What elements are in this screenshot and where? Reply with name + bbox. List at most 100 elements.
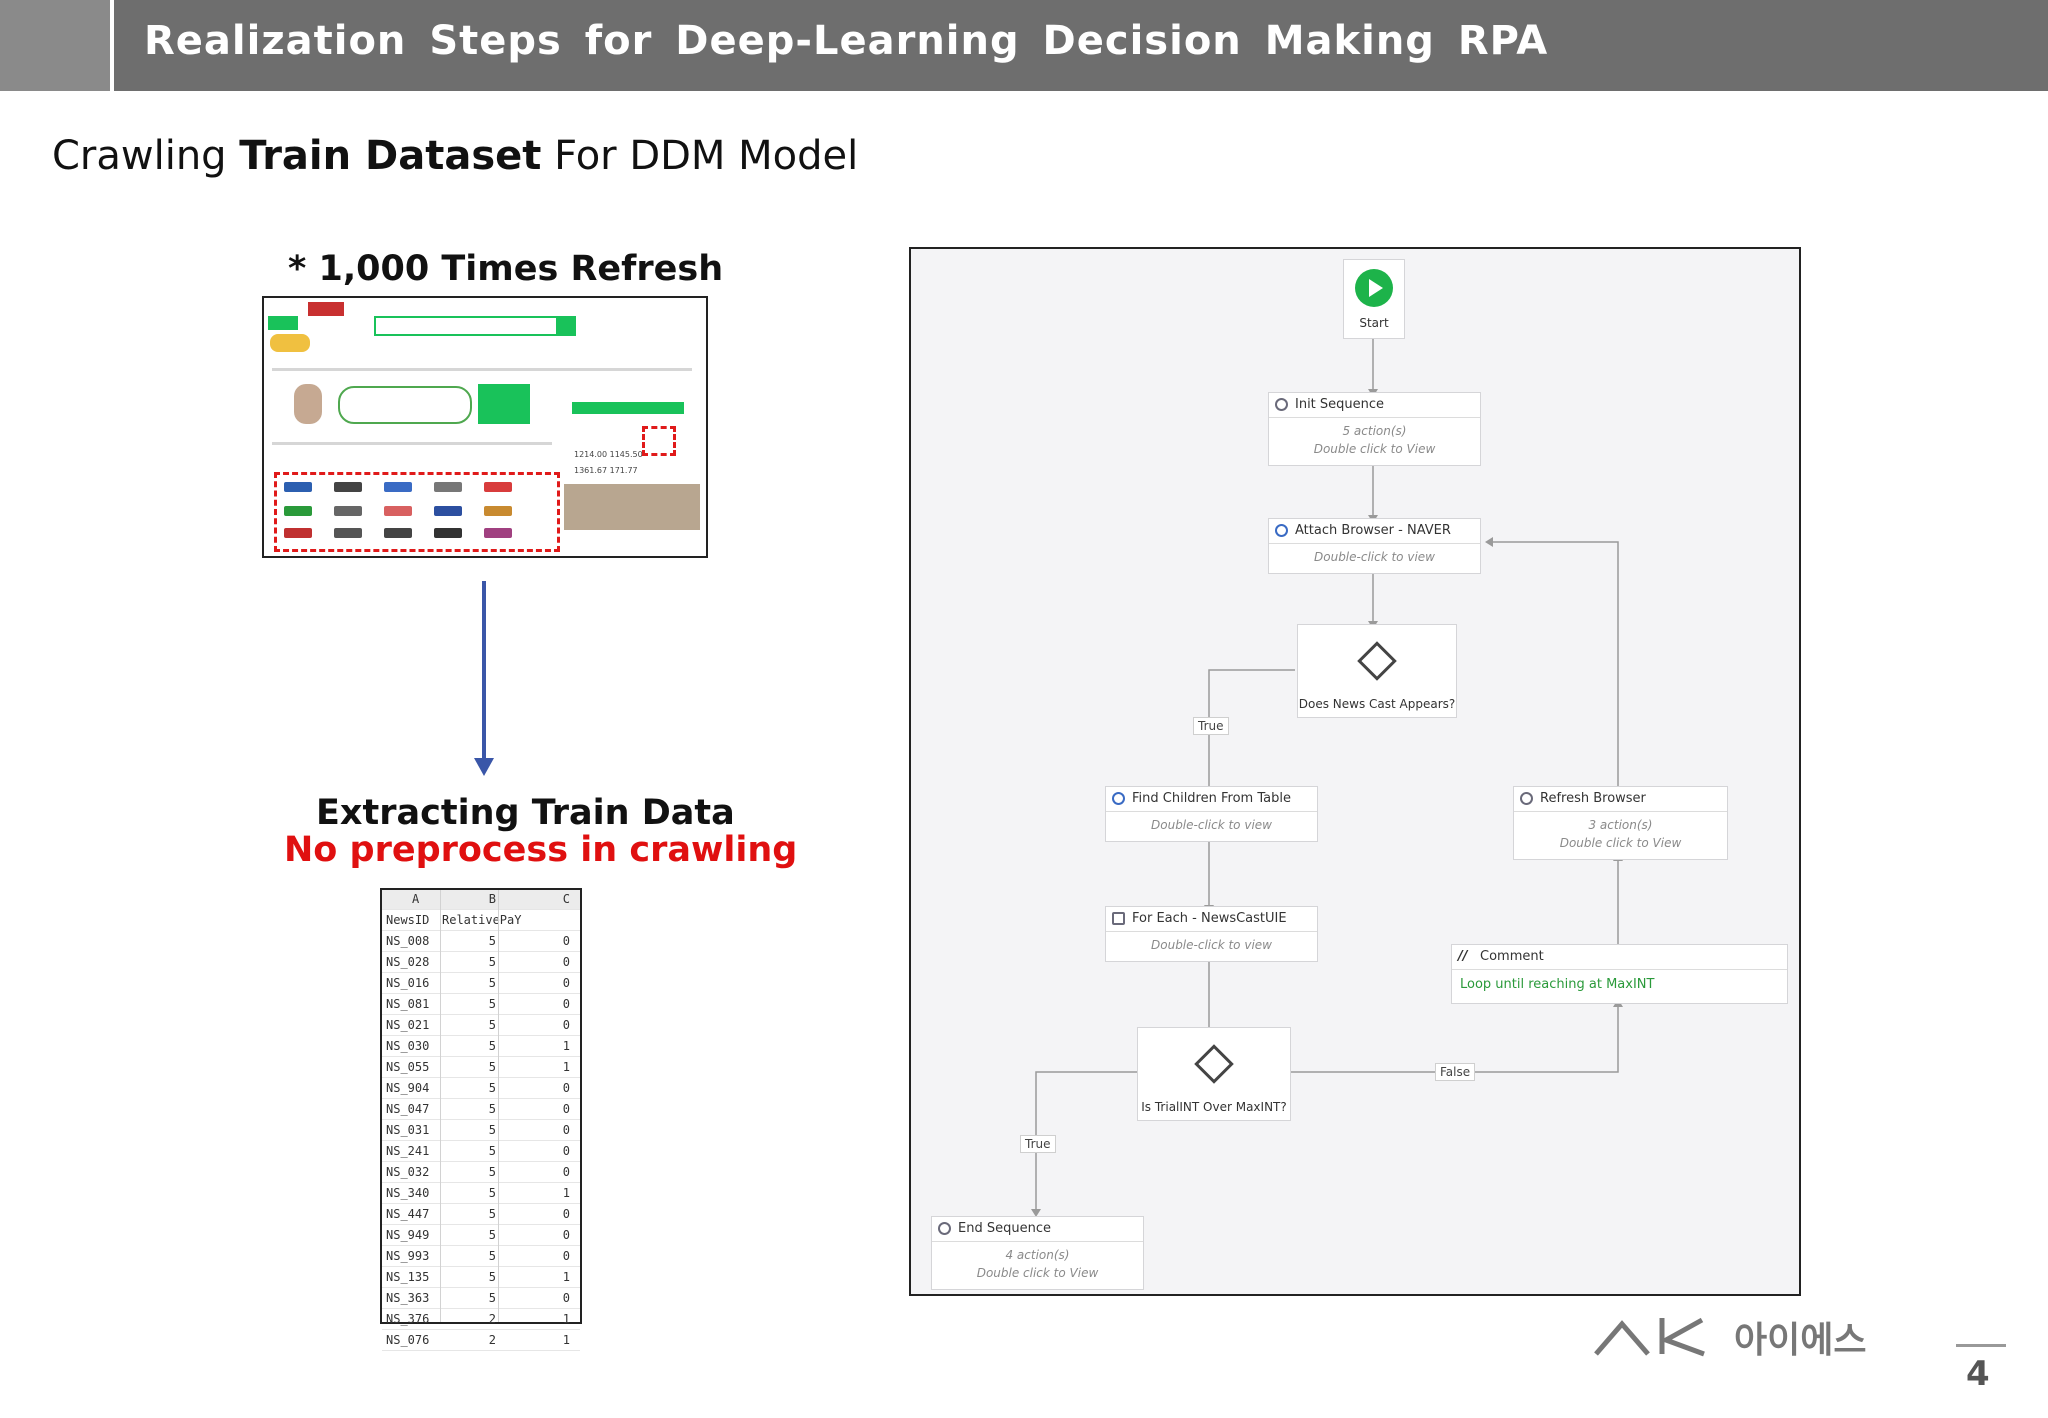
sequence-icon [938,1222,951,1235]
cell: 1 [562,1039,570,1053]
true-branch-tag-2: True [1020,1135,1056,1153]
naver-portal-screenshot: 1214.00 1145.50 1361.67 171.77 [262,296,708,558]
init-sequence-activity[interactable]: Init Sequence 5 action(s) Double click t… [1268,392,1481,466]
cell: 0 [562,1291,570,1305]
press-logo [284,528,312,538]
for-each-activity[interactable]: For Each - NewsCastUIE Double-click to v… [1105,906,1318,962]
decision-diamond-icon [1357,641,1397,681]
refresh-label: * 1,000 Times Refresh [288,249,724,289]
cell: 5 [488,997,496,1011]
slide-subtitle: Crawling Train Dataset For DDM Model [52,133,858,179]
activity-count: 5 action(s) [1342,424,1407,438]
column-divider [440,890,441,1322]
activity-title: Init Sequence [1295,397,1385,412]
maxint-decision[interactable]: Is TrialINT Over MaxINT? [1137,1027,1291,1121]
cell: 1 [562,1312,570,1326]
cell: 5 [488,1081,496,1095]
find-children-activity[interactable]: Find Children From Table Double-click to… [1105,786,1318,842]
cell: 2 [488,1312,496,1326]
comment-activity[interactable]: //Comment Loop until reaching at MaxINT [1451,944,1788,1004]
press-logo [484,482,512,492]
refresh-browser-activity[interactable]: Refresh Browser 3 action(s) Double click… [1513,786,1728,860]
slide-title: Realization Steps for Deep-Learning Deci… [144,18,1549,64]
true-branch-tag: True [1193,717,1229,735]
attach-browser-activity[interactable]: Attach Browser - NAVER Double-click to v… [1268,518,1481,574]
column-divider [498,890,499,1322]
press-logo [484,506,512,516]
cell: NS_135 [386,1270,430,1284]
end-sequence-activity[interactable]: End Sequence 4 action(s) Double click to… [931,1216,1144,1290]
cell: NS_031 [386,1123,430,1137]
cell: 0 [562,1144,570,1158]
cell: B [488,892,496,906]
cell: NS_047 [386,1102,430,1116]
cell: 5 [488,934,496,948]
cell: NS_241 [386,1144,430,1158]
activity-hint: Double-click to view [1151,818,1272,832]
activity-hint: Double-click to view [1151,938,1272,952]
activity-header: Attach Browser - NAVER [1269,519,1480,544]
cell: RelativePaY [442,913,522,927]
press-logo [384,482,412,492]
cell: NS_016 [386,976,430,990]
cell: NewsID [386,913,430,927]
header-row: NewsID RelativePaY [382,911,580,931]
cell: 5 [488,1144,496,1158]
cell: 1 [562,1270,570,1284]
cell: NS_021 [386,1018,430,1032]
cell: 0 [562,1123,570,1137]
cell: NS_340 [386,1186,430,1200]
cell: 0 [562,934,570,948]
cell: 0 [562,1228,570,1242]
naver-login-button [572,402,684,414]
press-logo [384,506,412,516]
press-logo [484,528,512,538]
ad-speech-bubble [338,386,472,424]
page-number-rule [1956,1344,2006,1347]
cell: 5 [488,1039,496,1053]
press-logo [384,528,412,538]
no-preprocess-label: No preprocess in crawling [284,830,798,870]
naver-search-button [558,316,576,336]
comment-slashes-icon: // [1458,949,1468,964]
cell: 5 [488,976,496,990]
nav-menu-line [272,368,692,371]
cell: 1 [562,1186,570,1200]
cell: NS_363 [386,1291,430,1305]
cell: 0 [562,997,570,1011]
cell: 5 [488,1249,496,1263]
press-logo [434,482,462,492]
banner-thumbnail [308,302,344,316]
news-line [272,442,552,445]
browser-icon [1275,524,1288,537]
cell: A [412,892,420,906]
side-ad-image [564,484,700,530]
cell: NS_904 [386,1081,430,1095]
comment-text: Loop until reaching at MaxINT [1460,977,1655,992]
page-number: 4 [1966,1354,1990,1394]
search-icon [1112,792,1125,805]
start-node[interactable]: Start [1343,259,1405,339]
news-cast-decision[interactable]: Does News Cast Appears? [1297,624,1457,718]
press-logo [284,506,312,516]
decision-diamond-icon [1194,1044,1234,1084]
naver-search-box [374,316,558,336]
cell: 5 [488,1060,496,1074]
activity-title: Refresh Browser [1540,791,1646,806]
subtitle-bold: Train Dataset [239,133,542,179]
activity-header: Find Children From Table [1106,787,1317,812]
play-icon [1355,269,1393,307]
company-logo: 아이에스 [1594,1317,1866,1360]
subtitle-pre: Crawling [52,133,240,179]
activity-hint: Double click to View [1313,442,1436,456]
